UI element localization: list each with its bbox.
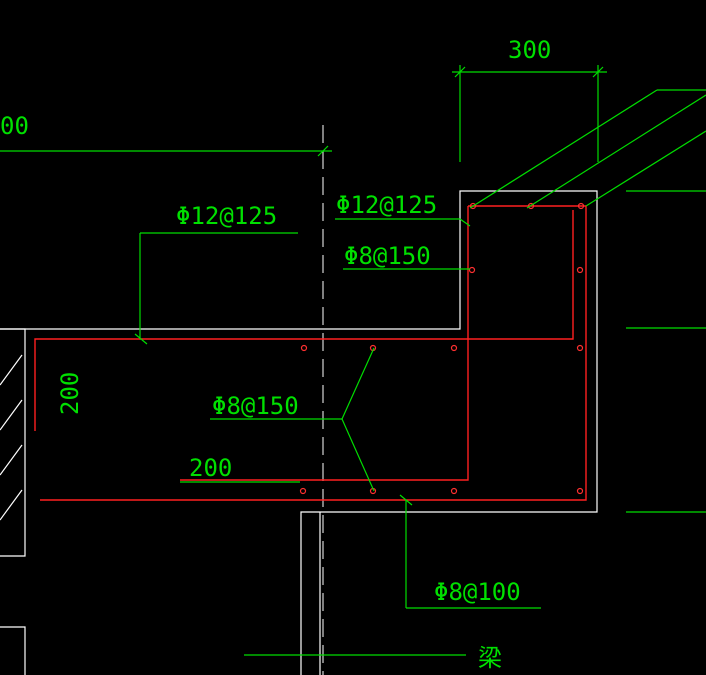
- concrete-outline: [0, 190, 598, 675]
- stirrup-right-label: Φ8@150: [344, 242, 431, 270]
- dimension-200-vertical-label: 200: [56, 372, 84, 415]
- dimension-200-horizontal-label: 200: [189, 454, 232, 482]
- leader-middle-stirrup: [210, 347, 375, 492]
- stirrup-middle-label: Φ8@150: [212, 392, 299, 420]
- beam-label: 梁: [478, 644, 502, 672]
- wall-hatching: [0, 354, 23, 521]
- dimension-top-300: [452, 65, 607, 162]
- leader-bottom-stirrup: [399, 494, 541, 609]
- dimension-left-label: 00: [0, 112, 29, 140]
- rebar-lines: [34, 205, 587, 501]
- leader-left-rebar: [134, 232, 298, 345]
- rebar-right-label: Φ12@125: [336, 191, 437, 219]
- stirrup-bottom-label: Φ8@100: [434, 578, 521, 606]
- rebar-left-label: Φ12@125: [176, 202, 277, 230]
- dimension-300-label: 300: [508, 36, 551, 64]
- diagonal-lines-top-right: [469, 89, 706, 513]
- dimension-left-top: [0, 145, 332, 157]
- rebar-dots: [299, 202, 585, 495]
- leader-right-rebar: [335, 218, 471, 270]
